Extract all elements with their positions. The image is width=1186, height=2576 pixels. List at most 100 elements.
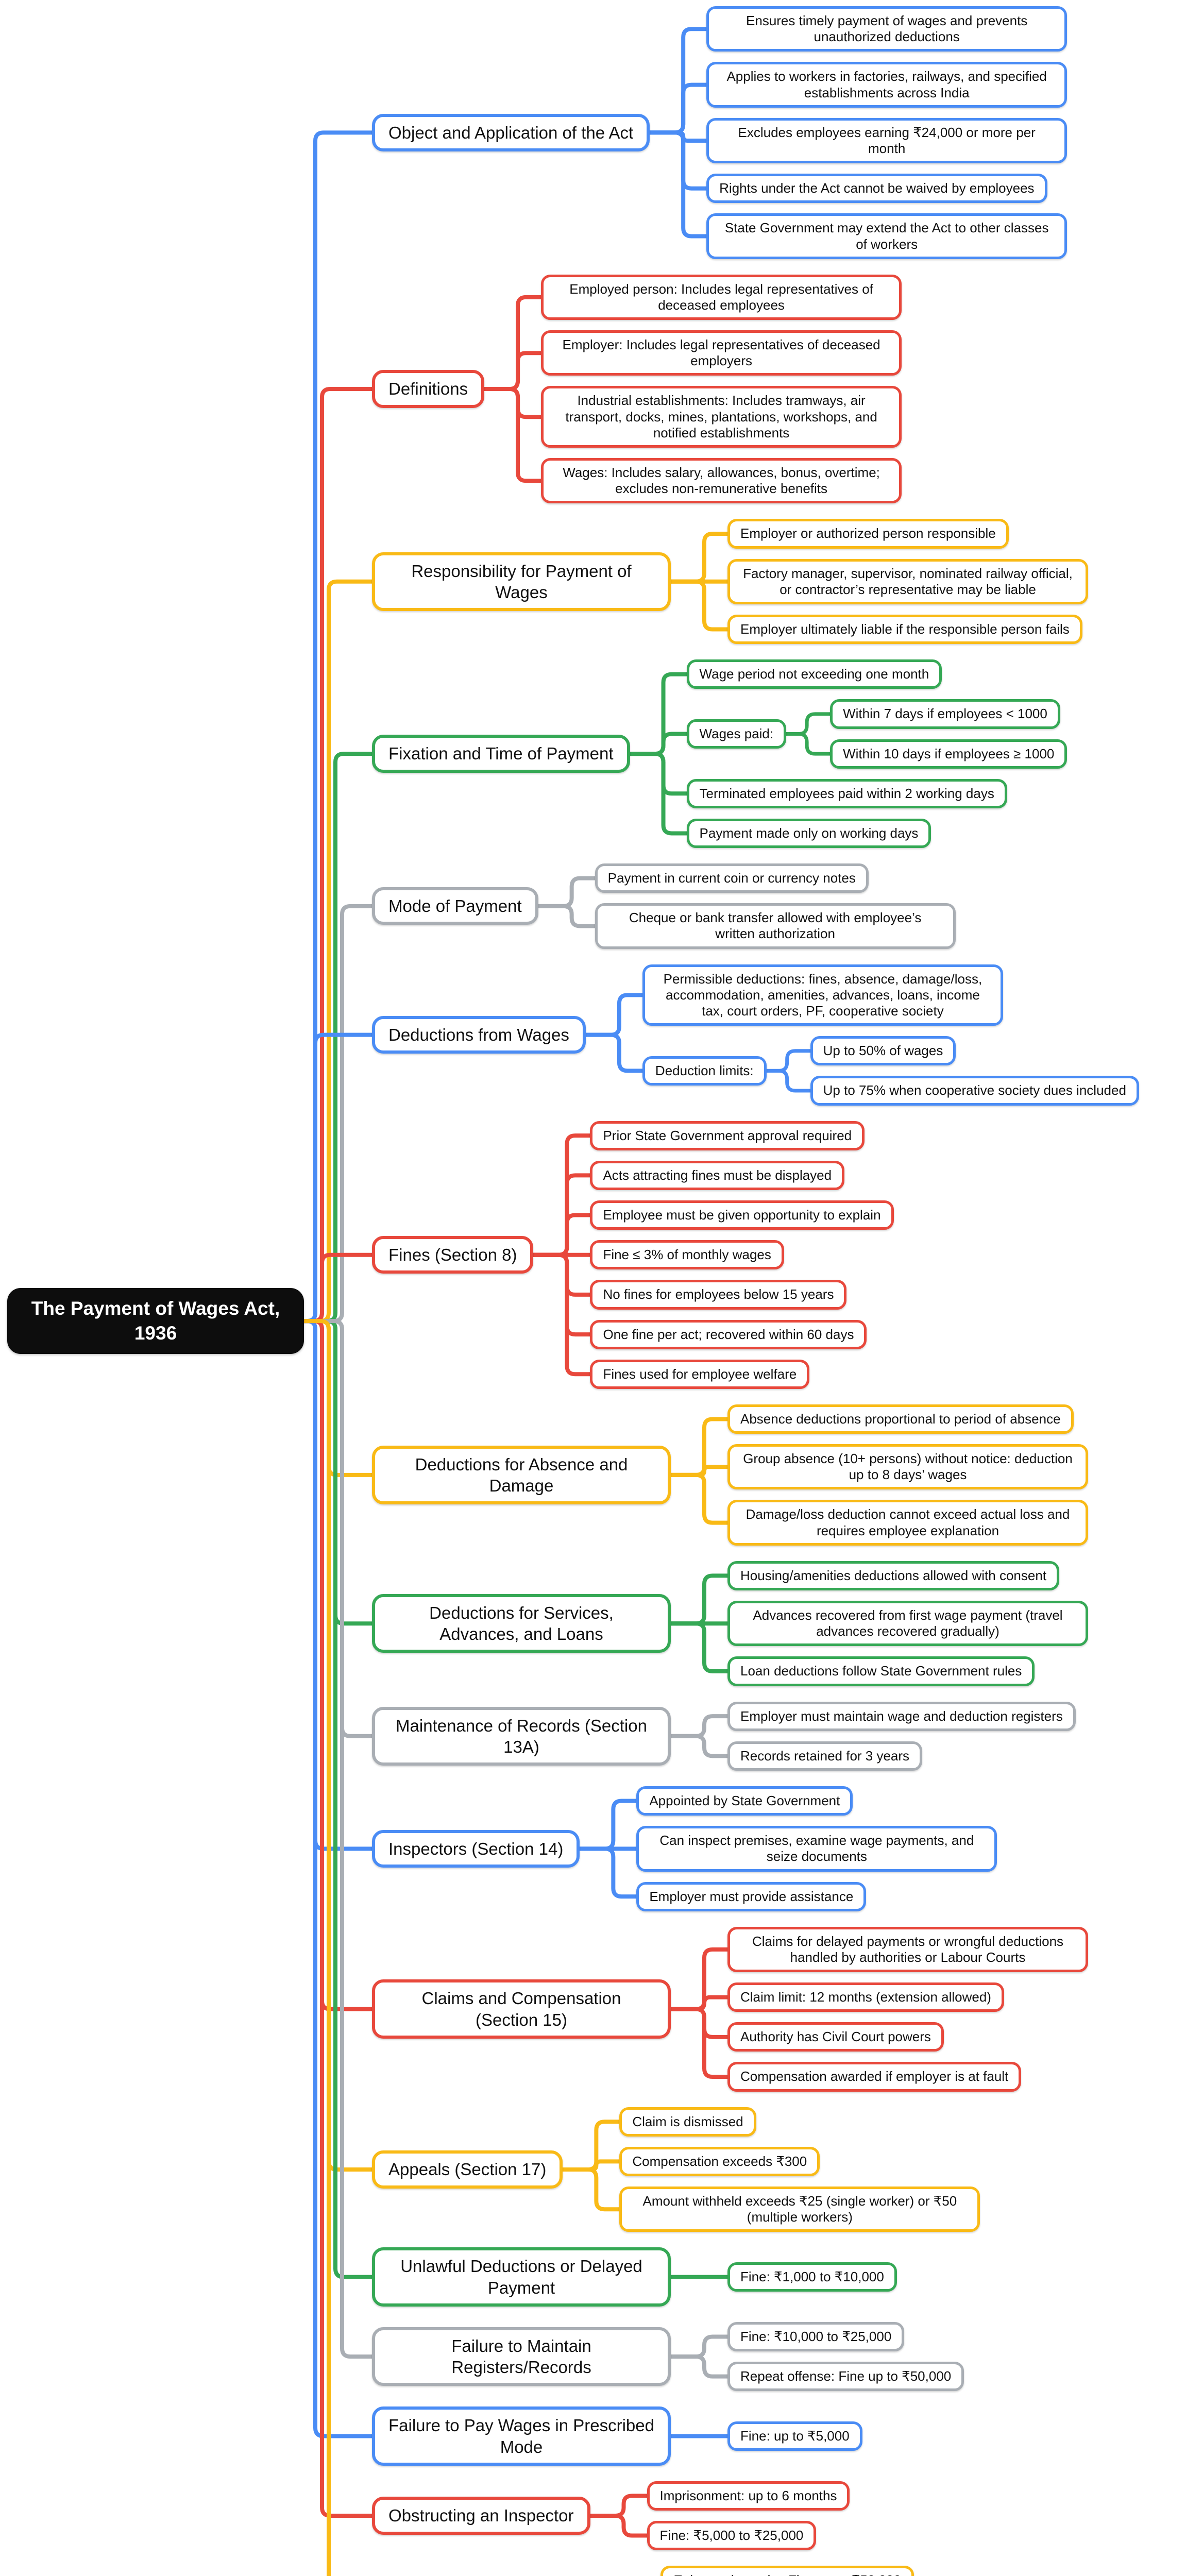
- leaf-node-7-2[interactable]: Damage/loss deduction cannot exceed actu…: [727, 1500, 1088, 1546]
- branch-children-1: Employed person: Includes legal represen…: [541, 274, 902, 504]
- branch-node-10[interactable]: Inspectors (Section 14): [372, 1829, 580, 1868]
- leaf-node-11-0[interactable]: Claims for delayed payments or wrongful …: [727, 1926, 1088, 1973]
- branch-row-7: Deductions for Absence and Damage Absence…: [372, 1404, 1139, 1546]
- leaf-node-1-3[interactable]: Wages: Includes salary, allowances, bonu…: [541, 458, 902, 504]
- leaf-node-0-3[interactable]: Rights under the Act cannot be waived by…: [706, 174, 1047, 204]
- leaf-node-0-1[interactable]: Applies to workers in factories, railway…: [706, 62, 1068, 108]
- leaf-node-7-1[interactable]: Group absence (10+ persons) without noti…: [727, 1444, 1088, 1490]
- branch-children-8: Housing/amenities deductions allowed wit…: [727, 1561, 1088, 1686]
- leaf-node-1-0[interactable]: Employed person: Includes legal represen…: [541, 274, 902, 320]
- branch-row-6: Fines (Section 8) Prior State Government …: [372, 1121, 1139, 1389]
- leaf-node-2-0[interactable]: Employer or authorized person responsibl…: [727, 519, 1009, 549]
- leaf-node-8-1[interactable]: Advances recovered from first wage payme…: [727, 1601, 1088, 1647]
- leaf-node-7-0[interactable]: Absence deductions proportional to perio…: [727, 1404, 1074, 1434]
- leaf-node-8-2[interactable]: Loan deductions follow State Government …: [727, 1656, 1035, 1686]
- branch-node-14[interactable]: Failure to Maintain Registers/Records: [372, 2327, 671, 2386]
- branch-node-0[interactable]: Object and Application of the Act: [372, 113, 650, 151]
- branch-node-1[interactable]: Definitions: [372, 370, 485, 408]
- edge: [667, 579, 730, 632]
- leaf-node-6-2[interactable]: Employee must be given opportunity to ex…: [590, 1200, 894, 1230]
- edge: [763, 1069, 812, 1093]
- root-node[interactable]: The Payment of Wages Act, 1936: [7, 1288, 304, 1354]
- leaf-node-11-2[interactable]: Authority has Civil Court powers: [727, 2022, 944, 2052]
- leaf-node-9-0[interactable]: Employer must maintain wage and deductio…: [727, 1701, 1076, 1731]
- leaf-node-12-2[interactable]: Amount withheld exceeds ₹25 (single work…: [619, 2187, 980, 2232]
- branch-node-5[interactable]: Deductions from Wages: [372, 1015, 586, 1054]
- branch-node-13[interactable]: Unlawful Deductions or Delayed Payment: [372, 2247, 671, 2307]
- branch-node-4[interactable]: Mode of Payment: [372, 887, 538, 925]
- leaf-node-3-2[interactable]: Terminated employees paid within 2 worki…: [686, 778, 1007, 808]
- leaf-node-16-1[interactable]: Fine: ₹5,000 to ₹25,000: [647, 2520, 817, 2551]
- edge: [530, 1252, 592, 1377]
- leaf-node-6-3[interactable]: Fine ≤ 3% of monthly wages: [590, 1240, 784, 1270]
- branch-node-8[interactable]: Deductions for Services, Advances, and L…: [372, 1594, 671, 1653]
- leaf-node-1-2[interactable]: Industrial establishments: Includes tram…: [541, 386, 902, 448]
- leaf-node-17-0[interactable]: Enhanced penalty: Fine up to ₹50,000: [660, 2566, 914, 2576]
- edge: [300, 1319, 374, 2359]
- leaf-node-5-1-0[interactable]: Up to 50% of wages: [810, 1036, 956, 1066]
- leaf-node-3-1-0[interactable]: Within 7 days if employees < 1000: [830, 699, 1060, 729]
- branch-node-16[interactable]: Obstructing an Inspector: [372, 2497, 590, 2535]
- branch-node-7[interactable]: Deductions for Absence and Damage: [372, 1445, 671, 1505]
- leaf-node-0-4[interactable]: State Government may extend the Act to o…: [706, 213, 1068, 259]
- branch-children-9: Employer must maintain wage and deductio…: [727, 1701, 1076, 1771]
- subtree-node-3-1[interactable]: Wages paid:: [686, 719, 787, 749]
- leaf-node-2-1[interactable]: Factory manager, supervisor, nominated r…: [727, 558, 1088, 604]
- leaf-node-5-0[interactable]: Permissible deductions: fines, absence, …: [642, 964, 1003, 1026]
- branch-row-14: Failure to Maintain Registers/Records Fin…: [372, 2321, 1139, 2392]
- leaf-node-13-0[interactable]: Fine: ₹1,000 to ₹10,000: [727, 2262, 897, 2292]
- branch-children-5: Permissible deductions: fines, absence, …: [642, 964, 1139, 1106]
- leaf-node-6-4[interactable]: No fines for employees below 15 years: [590, 1280, 847, 1310]
- leaf-node-9-1[interactable]: Records retained for 3 years: [727, 1741, 923, 1771]
- leaf-node-3-0[interactable]: Wage period not exceeding one month: [686, 659, 942, 689]
- leaf-node-10-0[interactable]: Appointed by State Government: [636, 1786, 853, 1816]
- edge: [534, 904, 597, 928]
- leaf-node-3-3[interactable]: Payment made only on working days: [686, 818, 931, 849]
- branch-node-11[interactable]: Claims and Compensation (Section 15): [372, 1979, 671, 2039]
- leaf-node-5-1-1[interactable]: Up to 75% when cooperative society dues …: [810, 1076, 1139, 1106]
- leaf-node-8-0[interactable]: Housing/amenities deductions allowed wit…: [727, 1561, 1060, 1590]
- leaf-node-14-1[interactable]: Repeat offense: Fine up to ₹50,000: [727, 2362, 964, 2392]
- leaf-node-2-2[interactable]: Employer ultimately liable if the respon…: [727, 614, 1082, 645]
- leaf-node-11-1[interactable]: Claim limit: 12 months (extension allowe…: [727, 1982, 1004, 2012]
- leaf-node-6-5[interactable]: One fine per act; recovered within 60 da…: [590, 1319, 867, 1349]
- branch-node-12[interactable]: Appeals (Section 17): [372, 2150, 563, 2189]
- branch-node-3[interactable]: Fixation and Time of Payment: [372, 735, 630, 773]
- leaf-node-0-2[interactable]: Excludes employees earning ₹24,000 or mo…: [706, 117, 1068, 164]
- subtree-children-5-1: Up to 50% of wages Up to 75% when coopera…: [810, 1036, 1139, 1106]
- leaf-node-12-1[interactable]: Compensation exceeds ₹300: [619, 2146, 820, 2176]
- edge: [667, 1621, 730, 1673]
- branch-node-15[interactable]: Failure to Pay Wages in Prescribed Mode: [372, 2406, 671, 2466]
- edge: [646, 130, 709, 239]
- leaf-node-6-0[interactable]: Prior State Government approval required: [590, 1121, 865, 1150]
- branch-node-2[interactable]: Responsibility for Payment of Wages: [372, 552, 671, 611]
- leaf-node-10-2[interactable]: Employer must provide assistance: [636, 1882, 867, 1911]
- leaf-node-4-1[interactable]: Cheque or bank transfer allowed with emp…: [595, 903, 956, 949]
- leaf-node-12-0[interactable]: Claim is dismissed: [619, 2107, 756, 2137]
- subtree-node-5-1[interactable]: Deduction limits:: [642, 1056, 767, 1086]
- leaf-node-10-1[interactable]: Can inspect premises, examine wage payme…: [636, 1826, 997, 1872]
- branch-row-3: Fixation and Time of Payment Wage period …: [372, 659, 1139, 849]
- leaf-node-4-0[interactable]: Payment in current coin or currency note…: [595, 863, 869, 893]
- branch-node-9[interactable]: Maintenance of Records (Section 13A): [372, 1706, 671, 1766]
- leaf-node-1-1[interactable]: Employer: Includes legal representatives…: [541, 330, 902, 376]
- edge: [559, 2167, 622, 2212]
- leaf-node-14-0[interactable]: Fine: ₹10,000 to ₹25,000: [727, 2321, 905, 2352]
- leaf-node-11-3[interactable]: Compensation awarded if employer is at f…: [727, 2062, 1022, 2092]
- leaf-node-15-0[interactable]: Fine: up to ₹5,000: [727, 2421, 862, 2451]
- leaf-node-6-1[interactable]: Acts attracting fines must be displayed: [590, 1160, 845, 1190]
- leaf-node-6-6[interactable]: Fines used for employee welfare: [590, 1359, 810, 1389]
- branch-row-5: Deductions from Wages Permissible deducti…: [372, 964, 1139, 1106]
- leaf-node-0-0[interactable]: Ensures timely payment of wages and prev…: [706, 6, 1068, 52]
- edge: [667, 1472, 730, 1525]
- branch-node-6[interactable]: Fines (Section 8): [372, 1236, 534, 1274]
- branch-row-4: Mode of Payment Payment in current coin o…: [372, 863, 1139, 949]
- leaf-node-3-1-1[interactable]: Within 10 days if employees ≥ 1000: [830, 739, 1068, 769]
- leaf-node-16-0[interactable]: Imprisonment: up to 6 months: [647, 2481, 850, 2511]
